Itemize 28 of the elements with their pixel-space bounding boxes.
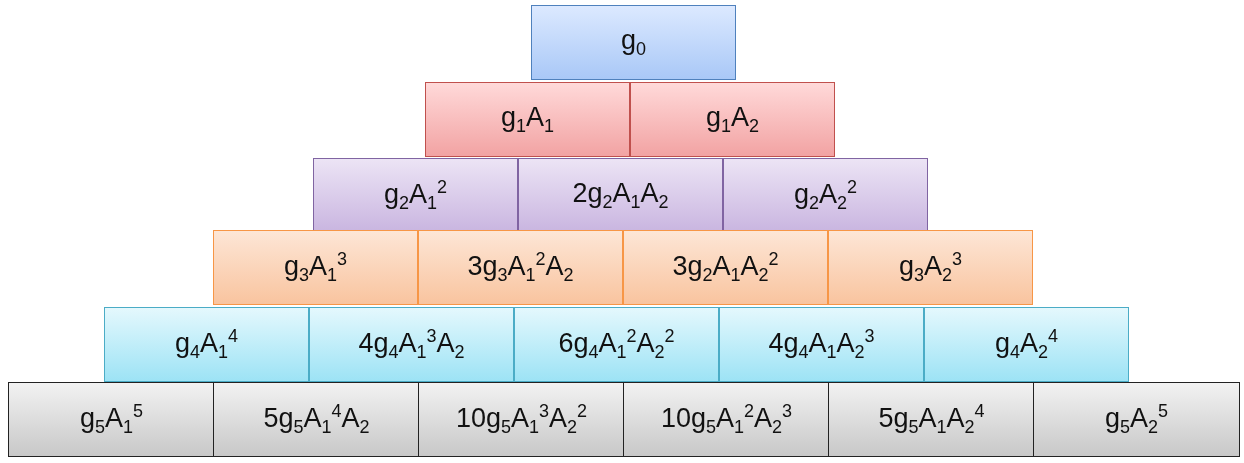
- term-box: [623, 382, 830, 457]
- term-label: g$_{0}$: [620, 24, 646, 61]
- term-box: [828, 382, 1035, 457]
- term-box: [425, 82, 630, 157]
- term-box: [723, 158, 928, 233]
- term-box: [514, 307, 719, 382]
- term-box: [518, 158, 723, 233]
- term-box: [630, 82, 835, 157]
- term-box: [418, 382, 625, 457]
- term-label: 4g$_{4}$A$_{1}$$^{3}$A$_{2}$: [358, 325, 465, 364]
- term-label: 2g$_{2}$A$_{1}$A$_{2}$: [572, 177, 669, 214]
- term-label: 5g$_{5}$A$_{1}$$^{4}$A$_{2}$: [263, 400, 370, 439]
- term-box: [418, 230, 623, 305]
- term-box: [531, 5, 736, 80]
- term-box: [1033, 382, 1240, 457]
- term-box: [924, 307, 1129, 382]
- term-box: [828, 230, 1033, 305]
- term-box: [623, 230, 828, 305]
- term-label: g$_{1}$A$_{2}$: [705, 101, 760, 138]
- term-box: [309, 307, 514, 382]
- term-box: [213, 382, 420, 457]
- term-label: g$_{1}$A$_{1}$: [500, 101, 555, 138]
- term-box: [104, 307, 309, 382]
- term-label: 3g$_{3}$A$_{1}$$^{2}$A$_{2}$: [467, 248, 574, 287]
- term-box: [213, 230, 418, 305]
- term-box: [313, 158, 518, 233]
- term-box: [8, 382, 215, 457]
- term-box: [719, 307, 924, 382]
